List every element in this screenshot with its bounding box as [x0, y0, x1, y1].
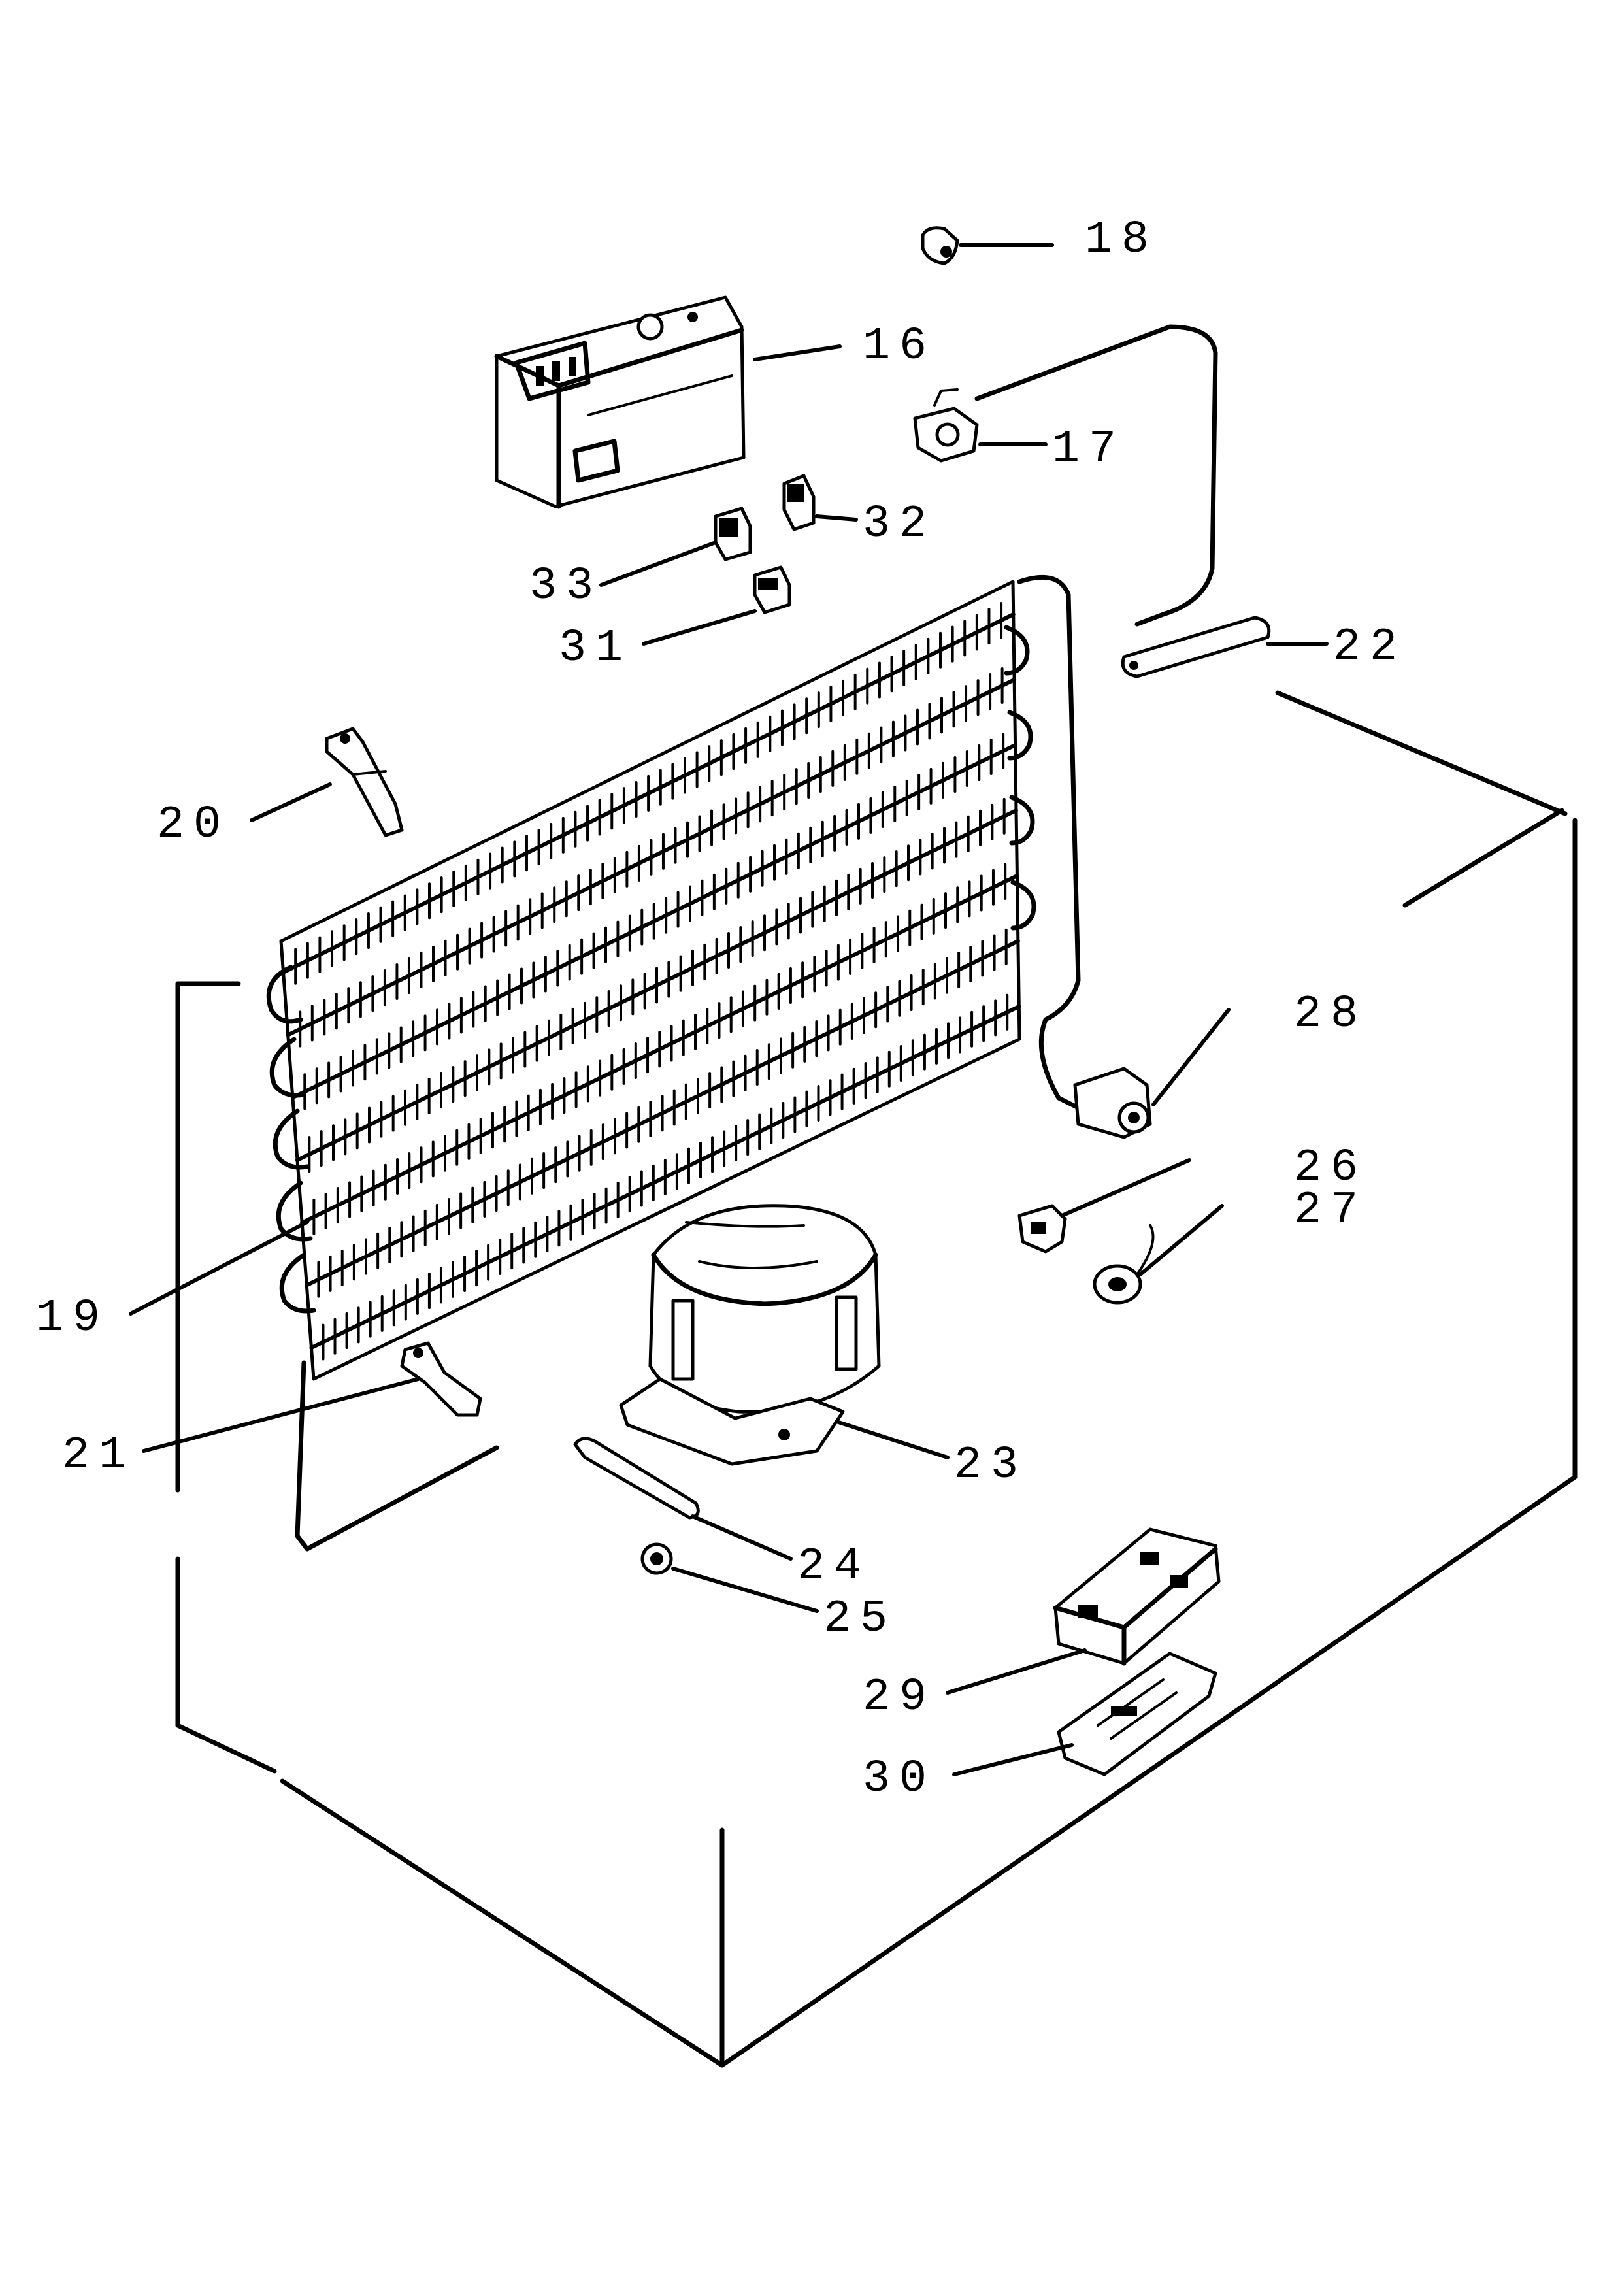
clamp-part-21 — [400, 1341, 482, 1417]
knob-part — [921, 226, 959, 265]
thermostat-part — [913, 324, 1218, 627]
callout-25: 25 — [823, 1593, 897, 1645]
callout-27: 27 — [1294, 1185, 1367, 1237]
drier-part-28 — [1073, 1067, 1152, 1139]
callout-18: 18 — [1085, 214, 1158, 266]
callout-23: 23 — [954, 1440, 1027, 1491]
grommet-part-27 — [1093, 1224, 1155, 1305]
callout-24: 24 — [797, 1541, 870, 1593]
connector-part-32 — [782, 474, 816, 531]
bracket-part-20 — [325, 727, 404, 837]
callout-30: 30 — [863, 1754, 936, 1805]
relay-part-29 — [1053, 1527, 1221, 1666]
compressor-part — [619, 1204, 881, 1466]
callout-17: 17 — [1052, 424, 1125, 475]
connector-part-31 — [753, 565, 791, 614]
callout-26: 26 — [1294, 1142, 1367, 1194]
leader-lines — [129, 243, 1329, 1776]
callout-19: 19 — [36, 1293, 109, 1344]
callout-31: 31 — [559, 623, 632, 674]
relay-clip-part-26 — [1017, 1204, 1067, 1254]
callout-28: 28 — [1294, 989, 1367, 1040]
callout-21: 21 — [62, 1430, 135, 1482]
pin-part-24 — [573, 1437, 700, 1520]
callout-32: 32 — [863, 499, 936, 550]
control-housing-part — [494, 295, 746, 509]
callout-22: 22 — [1333, 622, 1406, 673]
washer-part-25 — [640, 1542, 673, 1575]
relay-cover-part-30 — [1057, 1652, 1217, 1776]
callout-labels: 18 16 17 32 33 31 22 20 28 26 27 19 21 2… — [36, 214, 1406, 1805]
clip-part-22 — [1121, 616, 1271, 678]
cabinet-outline — [175, 690, 1578, 2068]
connector-part-33 — [714, 507, 752, 561]
condenser-coil-part — [266, 574, 1087, 1552]
callout-20: 20 — [157, 799, 230, 851]
callout-16: 16 — [863, 321, 936, 373]
callout-33: 33 — [529, 561, 603, 612]
callout-29: 29 — [863, 1672, 936, 1723]
